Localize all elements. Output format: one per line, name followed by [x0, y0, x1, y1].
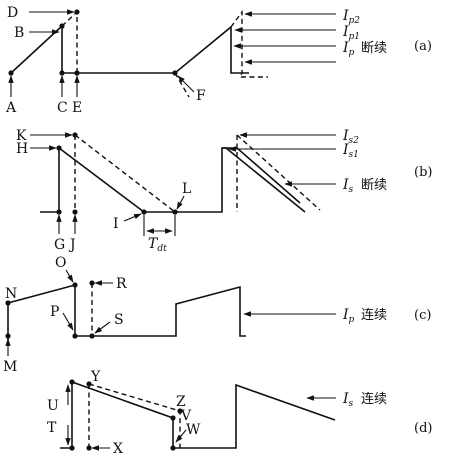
- point-label-a: A: [5, 100, 17, 116]
- mode-label-c: 连续: [361, 307, 387, 323]
- primary-current-dashed-tail: [174, 72, 190, 98]
- point-g-dot: [56, 209, 62, 215]
- point-label-o: O: [55, 255, 66, 271]
- arrow-p: [62, 312, 74, 331]
- point-k-dot: [72, 132, 78, 138]
- panel-label-b: (b): [414, 165, 432, 180]
- arrow-i: [123, 213, 142, 222]
- point-z-dot: [177, 408, 183, 414]
- point-l-dot: [172, 209, 178, 215]
- secondary-current-dashed-2: [74, 134, 176, 213]
- arrow-f: [177, 75, 195, 93]
- arrow-w: [175, 429, 187, 443]
- level-label-is1: Is1: [342, 142, 359, 160]
- point-f-dot: [172, 70, 178, 76]
- point-label-m: M: [3, 359, 17, 375]
- point-s-dot: [89, 333, 95, 339]
- point-i-dot: [141, 209, 147, 215]
- point-label-v: V: [180, 408, 192, 424]
- point-x-dot: [86, 445, 92, 451]
- point-label-f: F: [196, 88, 206, 104]
- secondary-current-continuous-waveform: [60, 380, 336, 449]
- primary-current-waveform: [10, 24, 249, 74]
- point-v-dot: [170, 415, 176, 421]
- signal-label-is-d: Is: [342, 391, 354, 409]
- point-h-dot: [56, 145, 62, 151]
- primary-current-continuous-waveform: [7, 283, 246, 340]
- point-p-dot: [72, 333, 78, 339]
- point-y-dot: [86, 381, 92, 387]
- point-label-c: C: [57, 100, 68, 116]
- level-label-ip1: Ip1: [342, 24, 360, 42]
- point-label-l: L: [182, 181, 191, 197]
- point-label-e: E: [72, 100, 82, 116]
- point-w-dot: [170, 445, 176, 451]
- level-label-ip2: Ip2: [342, 8, 360, 26]
- point-label-i: I: [113, 216, 119, 232]
- primary-current-dashed-second-cycle: [230, 9, 268, 78]
- primary-current-dashed-peak: [61, 10, 78, 73]
- point-label-h: H: [16, 141, 28, 157]
- panel-c: N M O P R S Ip 连续 (c): [3, 255, 431, 375]
- point-r-dot: [89, 280, 95, 286]
- panel-label-d: (d): [414, 421, 432, 436]
- point-o-dot: [72, 282, 78, 288]
- mode-label-d: 连续: [361, 391, 387, 407]
- point-label-t: T: [47, 420, 57, 436]
- point-label-g: G: [54, 237, 65, 253]
- signal-label-ip: Ip: [342, 40, 355, 58]
- signal-label-is-b: Is: [342, 177, 354, 195]
- point-label-x: X: [113, 441, 123, 457]
- point-label-k: K: [16, 128, 27, 144]
- point-label-b: B: [14, 25, 24, 41]
- point-j-dot: [72, 209, 78, 215]
- point-b-dot: [59, 23, 65, 29]
- point-label-s: S: [114, 312, 124, 328]
- panel-label-a: (a): [414, 39, 432, 54]
- point-label-z: Z: [176, 394, 186, 410]
- point-label-y: Y: [90, 369, 101, 385]
- interval-label-tdt: Tdt: [148, 236, 167, 254]
- point-label-p: P: [50, 304, 59, 320]
- point-label-w: W: [186, 422, 201, 438]
- secondary-current-waveform: [40, 146, 301, 213]
- arrow-l: [176, 195, 185, 210]
- panel-d: Y U T X Z V W Is 连续 (d): [47, 369, 432, 457]
- point-label-d: D: [7, 5, 18, 21]
- panel-b: K H G J I L Tdt Is2 Is1 Is 断续 (b): [16, 128, 432, 254]
- point-c-dot: [59, 70, 65, 76]
- point-label-j: J: [68, 237, 76, 253]
- mode-label-b: 断续: [361, 178, 387, 193]
- signal-label-ip-c: Ip: [342, 307, 355, 325]
- point-n-dot: [5, 300, 11, 306]
- level-label-is2: Is2: [342, 128, 359, 146]
- point-label-r: R: [116, 276, 127, 292]
- mode-label-a: 断续: [361, 41, 387, 56]
- point-label-n: N: [5, 286, 17, 302]
- point-t-dot: [69, 445, 75, 451]
- panel-label-c: (c): [414, 308, 431, 323]
- panel-a: D B A C E F Ip2 Ip1 Ip 断续 (a): [5, 5, 432, 116]
- point-e-dot: [74, 70, 80, 76]
- point-d-dot: [74, 9, 80, 15]
- point-label-u: U: [47, 398, 59, 414]
- point-a-dot: [8, 70, 14, 76]
- arrow-s: [94, 321, 111, 334]
- arrow-o: [65, 269, 74, 283]
- secondary-current-decay-b: [225, 147, 306, 213]
- point-m-dot: [5, 333, 11, 339]
- point-u-dot: [69, 379, 75, 385]
- secondary-current-dashed-4: [236, 134, 321, 211]
